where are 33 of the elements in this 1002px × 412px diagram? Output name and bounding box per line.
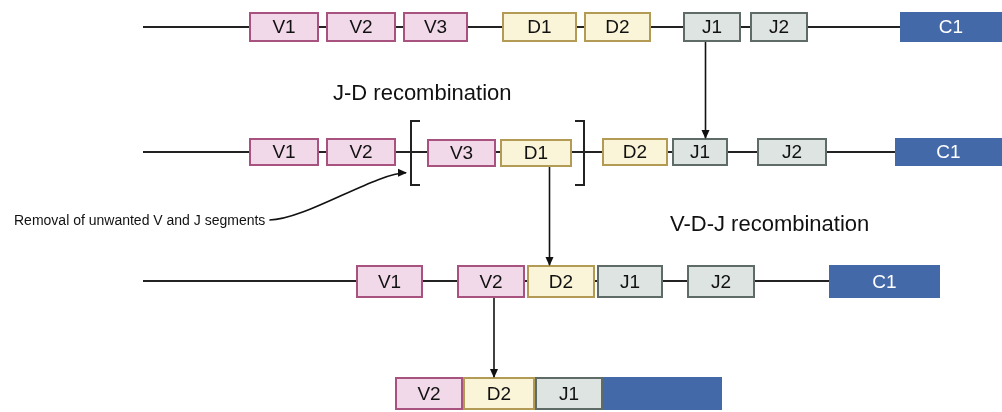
gene-segment: V1 xyxy=(356,265,423,298)
gene-segment: V1 xyxy=(249,138,319,166)
gene-segment: J1 xyxy=(597,265,663,298)
arrow xyxy=(701,41,710,139)
note-text: Removal of unwanted V and J segments xyxy=(14,212,266,228)
step-label: J-D recombination xyxy=(333,80,512,106)
gene-segment: D2 xyxy=(602,138,668,166)
gene-segment: V2 xyxy=(326,12,396,42)
gene-segment: D2 xyxy=(584,12,651,42)
step-label: V-D-J recombination xyxy=(670,211,870,237)
gene-segment: J2 xyxy=(750,12,808,42)
gene-segment: D1 xyxy=(502,12,577,42)
leader-arrow xyxy=(268,169,407,221)
gene-segment: V2 xyxy=(326,138,396,166)
gene-segment: D2 xyxy=(527,265,595,298)
gene-segment: V1 xyxy=(249,12,319,42)
arrow xyxy=(545,166,554,266)
gene-segment: V2 xyxy=(395,377,463,410)
gene-segment: V3 xyxy=(427,139,496,167)
gene-segment: C1 xyxy=(900,12,1002,42)
gene-segment: J1 xyxy=(535,377,603,410)
constant-region-block xyxy=(603,377,722,410)
gene-segment: C1 xyxy=(895,138,1002,166)
gene-segment: J2 xyxy=(757,138,827,166)
arrow xyxy=(490,297,498,378)
gene-segment: C1 xyxy=(829,265,940,298)
gene-segment: V3 xyxy=(403,12,468,42)
gene-segment: D1 xyxy=(500,139,572,167)
gene-segment: V2 xyxy=(457,265,525,298)
gene-segment: D2 xyxy=(463,377,535,410)
gene-segment: J2 xyxy=(687,265,755,298)
gene-segment: J1 xyxy=(683,12,741,42)
gene-segment: J1 xyxy=(672,138,728,166)
